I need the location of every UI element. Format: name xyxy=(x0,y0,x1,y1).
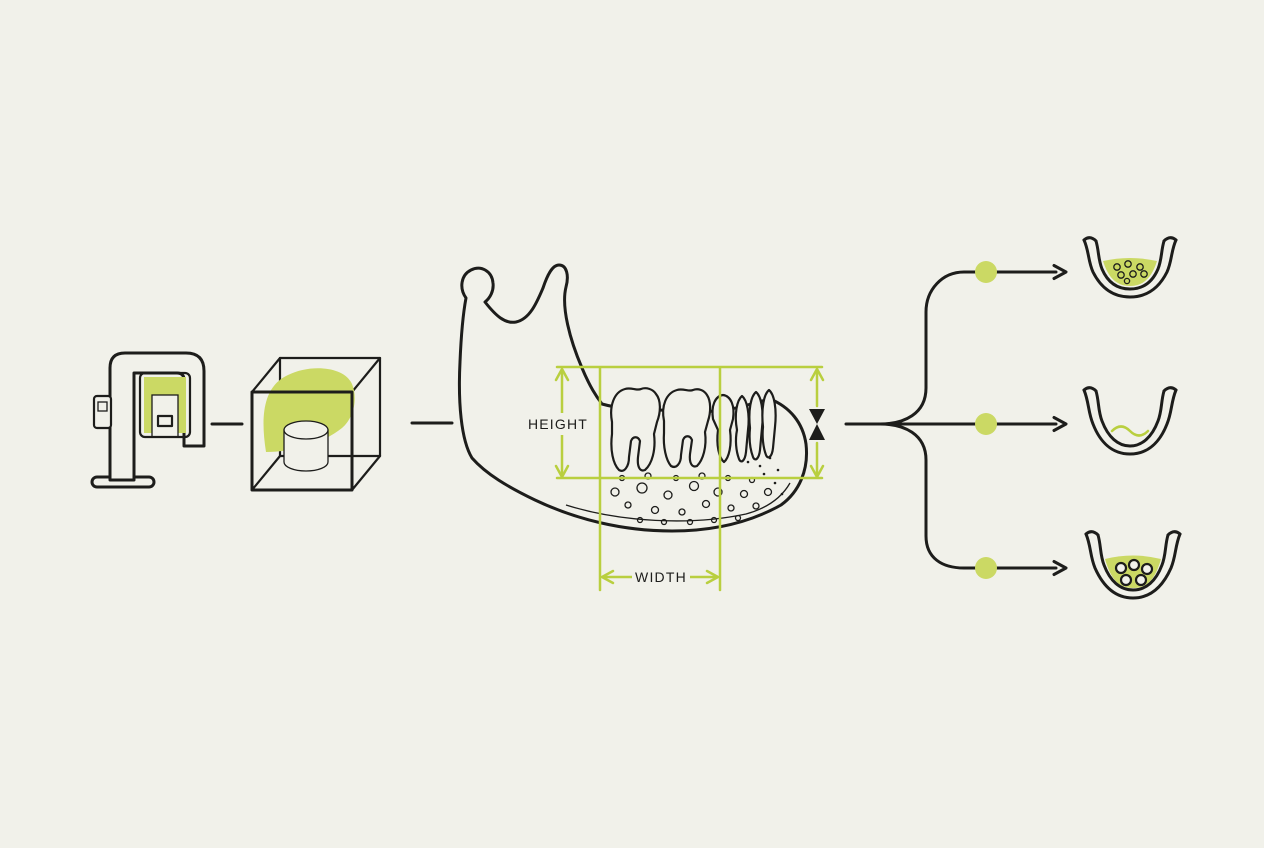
flow-branch-top xyxy=(878,270,1058,426)
front-tooth-3 xyxy=(761,388,777,459)
height-label: HEIGHT xyxy=(528,416,588,432)
socket-outer-wall xyxy=(1082,238,1178,299)
arrowhead-middle xyxy=(1052,416,1068,432)
height-dimension: HEIGHT xyxy=(526,367,590,479)
teeth xyxy=(610,387,777,472)
arrowhead-bottom xyxy=(1052,560,1068,576)
socket-outer-wall xyxy=(1082,388,1178,456)
height-label-halo xyxy=(526,413,590,435)
branch-node-dot-bottom xyxy=(975,557,997,579)
extent-arrow-down xyxy=(809,464,825,479)
empty-socket-icon xyxy=(1082,386,1178,456)
width-dimension: WIDTH xyxy=(600,566,720,588)
graft-granules xyxy=(1113,260,1148,285)
socket-graft-granules-icon xyxy=(1082,236,1178,299)
front-tooth-2 xyxy=(748,390,764,461)
molar-tooth-2 xyxy=(662,388,712,468)
socket-rim-caps xyxy=(1082,236,1178,243)
width-label-halo xyxy=(632,566,690,588)
height-arrow-up xyxy=(554,367,570,382)
scanner-opening xyxy=(151,394,179,438)
height-arrow-down xyxy=(554,464,570,479)
cube-edges xyxy=(250,356,382,492)
thin-tissue-line xyxy=(1110,425,1150,437)
socket-outer-wall xyxy=(1084,532,1182,600)
front-tooth-1 xyxy=(734,394,750,463)
socket-large-granules-icon xyxy=(1084,530,1182,600)
socket-inner-wall xyxy=(1096,533,1170,592)
graft-granules xyxy=(1114,558,1154,587)
ridge-model-body xyxy=(283,429,329,472)
scanner-control-panel xyxy=(92,394,113,430)
socket-inner-wall xyxy=(1094,389,1166,448)
flow-branch-bottom xyxy=(878,422,1058,570)
vertical-extent-dimension xyxy=(809,367,825,479)
width-arrow-left xyxy=(600,569,615,585)
extent-arrow-up xyxy=(809,367,825,382)
branch-node-dot-middle xyxy=(975,413,997,435)
ridge-model-top xyxy=(283,420,329,440)
cube-front-face xyxy=(250,390,354,492)
socket-rim-caps xyxy=(1084,530,1182,537)
branch-node-dot-top xyxy=(975,261,997,283)
socket-inner-wall xyxy=(1094,239,1166,291)
chin-rest xyxy=(156,414,174,428)
dimension-annotations: HEIGHT WIDTH xyxy=(526,365,825,592)
mandible-cross-section-icon xyxy=(457,263,809,533)
width-label: WIDTH xyxy=(635,569,687,585)
width-arrow-right xyxy=(705,569,720,585)
scan-volume-cube-icon xyxy=(250,356,382,492)
scanner-control-button xyxy=(97,401,108,412)
molar-tooth-1 xyxy=(610,387,661,472)
hourglass-dimension-icon xyxy=(809,409,825,440)
trabecular-bone-texture xyxy=(610,456,784,526)
socket-rim-caps xyxy=(1082,386,1178,393)
arrowhead-top xyxy=(1052,264,1068,280)
branch-flow xyxy=(844,261,1068,579)
cbct-scanner-icon xyxy=(90,351,206,489)
